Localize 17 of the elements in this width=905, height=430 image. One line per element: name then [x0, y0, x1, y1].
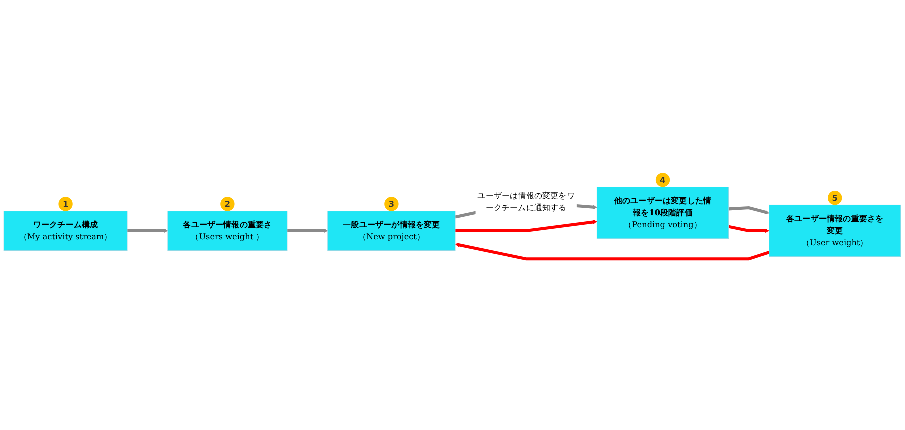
step-number-badge: 2: [220, 197, 235, 212]
step-number-badge: 1: [58, 197, 73, 212]
node-box: ワークチーム構成 （My activity stream）: [4, 210, 128, 251]
step-number-badge: 4: [656, 172, 670, 188]
node-box: 他のユーザーは変更した情報を10段階評価 （Pending voting）: [596, 186, 730, 240]
node-box: 一般ユーザーが情報を変更 （New project）: [328, 210, 456, 251]
step-number-badge: 5: [828, 190, 842, 206]
node-box: 各ユーザー情報の重要さ （Users weight ）: [168, 210, 288, 251]
edge-label: ユーザーは情報の変更をワークチームに通知する: [478, 190, 575, 212]
node-box: 各ユーザー情報の重要さを変更 （User weight）: [769, 204, 902, 257]
arrow: [728, 225, 770, 234]
step-number-badge: 3: [384, 197, 399, 212]
arrow: [455, 220, 598, 232]
arrow: [728, 206, 770, 214]
arrow: [455, 242, 770, 261]
arrow: [127, 228, 168, 234]
arrow: [287, 228, 328, 234]
